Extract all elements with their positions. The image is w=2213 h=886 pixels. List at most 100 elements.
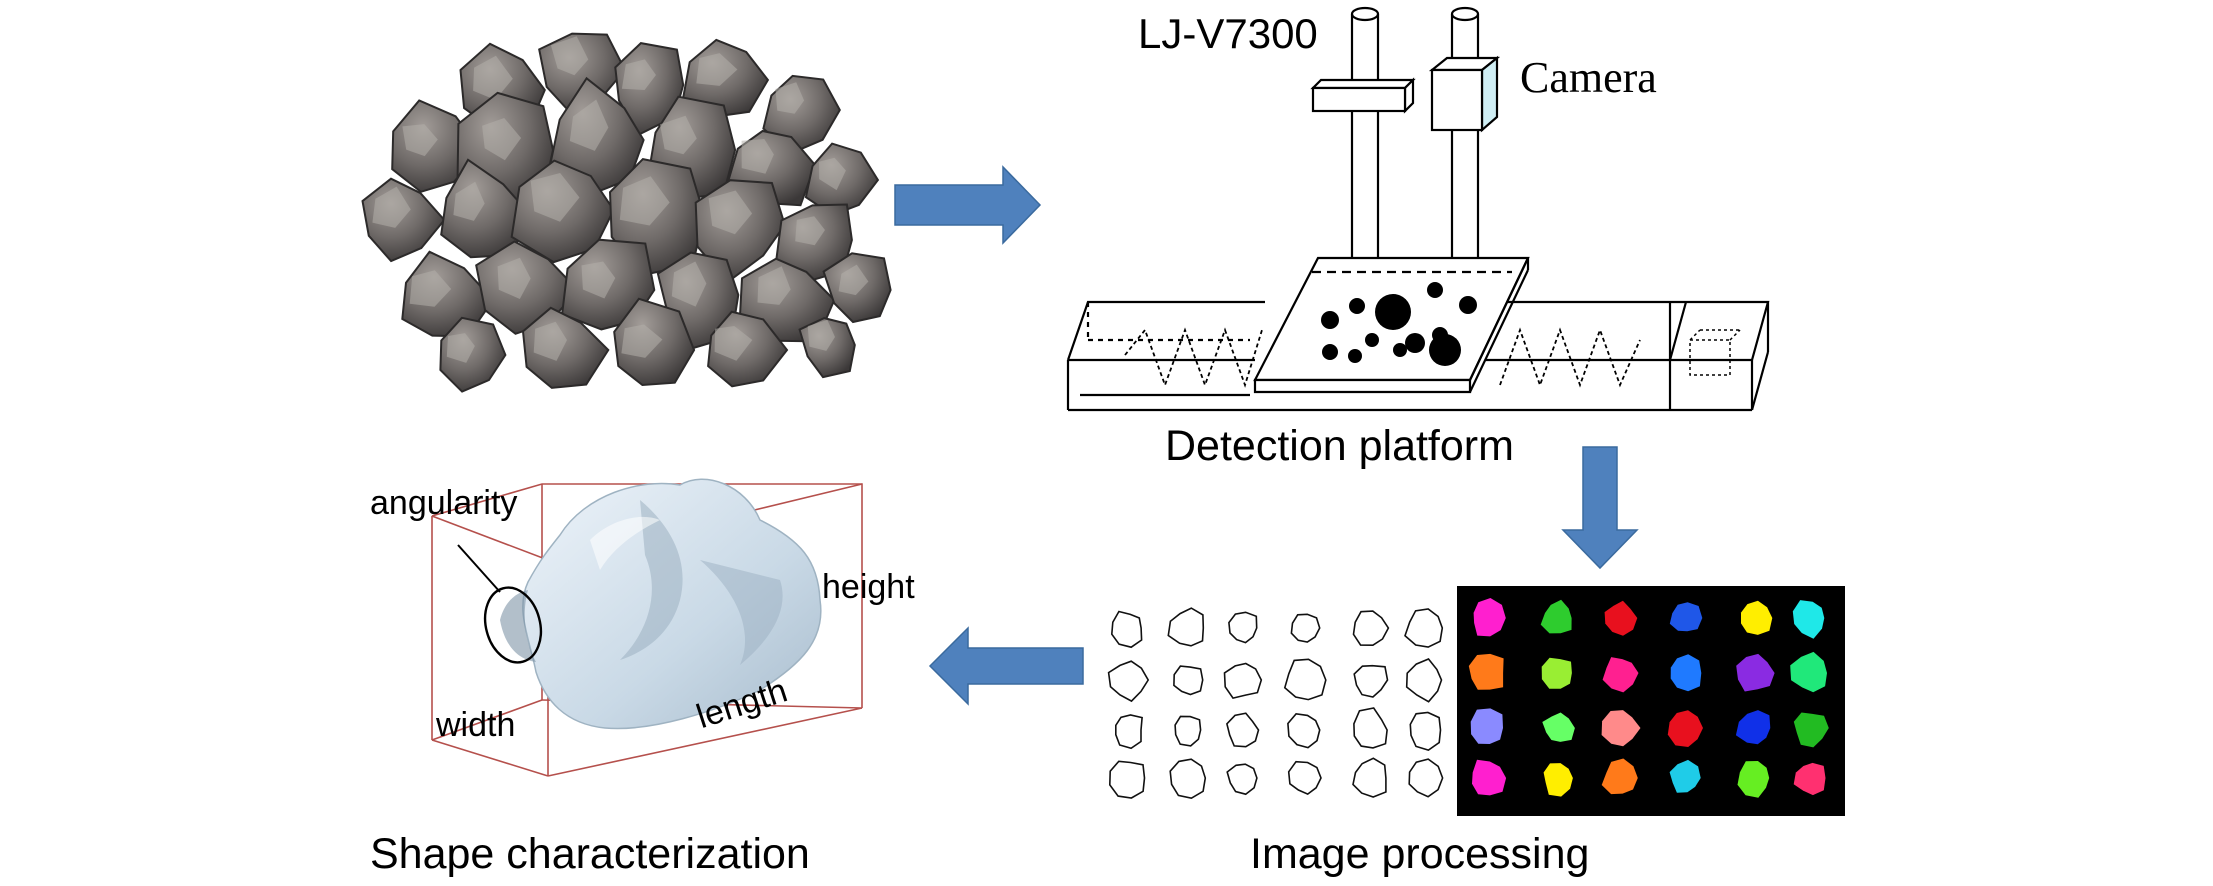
particle-contour [1404,608,1444,648]
segmented-particle [1601,758,1638,795]
segmented-particle [1737,761,1770,798]
segmented-particle [1468,653,1504,690]
conveyor-frame [1066,300,1770,412]
tray-particle [1405,333,1425,353]
width-label: width [436,706,516,744]
angularity-leader [457,544,501,593]
tray-particle [1349,298,1365,314]
tray-particle [1427,282,1443,298]
segmented-particle [1543,763,1573,797]
particle-contour [1409,711,1442,751]
segmented-particle [1736,653,1775,692]
tray-particle [1375,294,1411,330]
down-arrow-icon [1561,446,1639,570]
aggregate-rock [613,297,696,387]
segmented-particle [1472,759,1507,796]
particle-contour [1405,658,1443,703]
aggregate-rock [762,74,841,155]
aggregate-rock [804,142,880,217]
aggregate-rock [798,317,856,379]
detection-platform-caption: Detection platform [1165,422,1514,470]
aggregate-rock [822,252,892,324]
aggregate-rock [521,306,610,389]
particle-contour [1353,707,1388,749]
particle-contour [1110,610,1143,649]
camera-pole-top [1450,6,1480,22]
particle-contour [1115,714,1143,750]
segmented-particle [1604,600,1638,636]
aggregate-rock [361,177,446,263]
particle-contour [1287,712,1321,749]
aggregate-photo [361,32,892,393]
segmented-particle [1793,762,1826,796]
aggregate-rock [694,179,786,284]
particle-contour [1223,662,1263,700]
particle-contour [1174,715,1202,747]
tray-particle [1322,344,1338,360]
segmented-particle [1542,712,1575,742]
segmented-particle [1669,759,1701,793]
particle-contour [1353,664,1389,698]
camera-label: Camera [1520,53,1657,102]
particle-contour [1287,760,1322,796]
height-label: height [822,568,915,606]
right-arrow-icon [894,165,1042,245]
segmented-particle [1541,657,1572,689]
sensor-box [1310,77,1416,114]
segmented-particle [1602,657,1639,693]
segmentation-blobs [1468,598,1829,798]
segmented-particle [1669,602,1703,632]
segmentation-panel [1457,586,1845,816]
particle-contour [1290,613,1321,643]
segmented-particle [1470,708,1503,744]
particle-contour [1408,758,1444,798]
aggregate-rock [614,42,685,136]
tray-particle [1365,333,1379,347]
segmented-particle [1790,651,1827,693]
particle-contour [1108,760,1146,799]
segmented-particle [1473,598,1506,637]
particle-contour [1226,712,1260,748]
aggregate-rock [707,310,789,388]
sensor-label: LJ-V7300 [1138,10,1318,57]
particle-contour [1283,658,1327,701]
particle-contour [1352,757,1387,798]
sensor-pole-top [1350,6,1380,22]
image-processing-caption: Image processing [1250,830,1590,878]
camera-box [1428,55,1501,133]
particle-contour [1167,607,1205,647]
tray-particle [1429,334,1461,366]
segmented-particle [1667,710,1703,747]
aggregate-rock [439,316,507,393]
rock-scan-3d [500,478,822,730]
segmented-particle [1735,710,1771,745]
contour-grid [1107,607,1444,800]
particle-contour [1173,665,1204,696]
segmented-particle [1540,599,1572,634]
particle-contour [1226,763,1258,796]
shape-characterization-caption: Shape characterization [370,830,810,878]
tray-particle [1321,311,1339,329]
left-arrow-icon [928,626,1084,706]
segmented-particle [1792,600,1825,639]
tray-particle [1393,343,1407,357]
left-spring [1124,327,1263,388]
angularity-marker [483,586,543,664]
tray-particles [1321,282,1477,366]
tray-particle [1348,349,1362,363]
particle-contour [1352,610,1390,647]
tray-particle [1459,296,1477,314]
aggregate-rock [561,238,656,331]
particle-contour [1169,758,1207,800]
segmented-particle [1793,712,1829,748]
aggregate-rock [548,76,645,197]
particle-contour [1107,660,1150,703]
angularity-label: angularity [370,484,518,522]
right-spring [1499,327,1641,388]
segmented-particle [1601,710,1641,747]
aggregate-rock [681,38,770,118]
particle-contour [1228,611,1258,644]
segmented-particle [1741,600,1773,635]
segmented-particle [1670,654,1702,692]
